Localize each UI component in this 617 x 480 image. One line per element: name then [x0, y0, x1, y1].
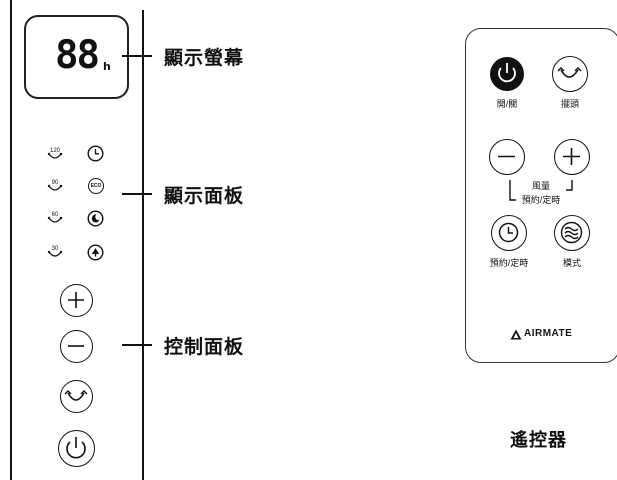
timer-60-label: 60: [51, 212, 59, 218]
callout-line-control-panel: [122, 344, 152, 346]
plus-button[interactable]: [60, 284, 93, 317]
power-icon: [498, 67, 516, 83]
remote-swing-label: 擺頭: [560, 99, 579, 109]
arc-icon: [47, 216, 63, 223]
remote-timer-label: 預約/定時: [489, 258, 529, 268]
plus-icon: [68, 292, 84, 308]
arc-icon: [47, 152, 63, 159]
callout-label-control-panel: 控制面板: [164, 336, 245, 358]
display-unit: h: [103, 60, 111, 73]
plus-icon: [563, 148, 580, 165]
remote-plus-button[interactable]: [554, 139, 590, 175]
callout-line-screen: [122, 55, 152, 57]
callout-line-display-panel: [122, 193, 152, 195]
timer-60-indicator: 60: [46, 212, 64, 226]
bracket-shape: [509, 180, 573, 201]
remote-fan-sub-label: 預約/定時: [521, 195, 561, 205]
timer-30-label: 30: [51, 246, 59, 252]
callout-label-screen: 顯示螢幕: [164, 47, 245, 69]
panel-right-edge: [142, 10, 144, 480]
wind-mode-icon: [560, 221, 583, 244]
remote-caption: 遙控器: [510, 430, 567, 451]
timer-30-indicator: 30: [46, 246, 64, 260]
clock-icon: [87, 145, 104, 162]
minus-button[interactable]: [60, 330, 93, 363]
swing-icon: [557, 67, 582, 78]
eco-label: ECO: [90, 183, 102, 189]
power-button[interactable]: [58, 430, 95, 467]
panel-left-edge: [10, 0, 12, 480]
sleep-moon-icon: [87, 210, 104, 227]
arc-icon: [47, 250, 63, 257]
tree-icon: [87, 244, 104, 261]
display-screen: [24, 15, 129, 99]
swing-icon: [64, 390, 88, 401]
remote-power-button[interactable]: [489, 56, 525, 92]
remote-minus-button[interactable]: [489, 139, 525, 175]
remote-control: [465, 28, 617, 363]
timer-90-label: 90: [51, 180, 59, 186]
airmate-logo-icon: [510, 329, 522, 340]
remote-swing-button[interactable]: [552, 56, 588, 92]
power-icon: [66, 437, 86, 459]
arc-icon: [47, 184, 63, 191]
remote-mode-button[interactable]: [554, 215, 590, 251]
remote-mode-label: 模式: [562, 258, 581, 268]
remote-brand: AIRMATE: [524, 328, 573, 339]
swing-button[interactable]: [60, 380, 93, 413]
clock-icon: [498, 222, 519, 243]
remote-timer-button[interactable]: [491, 215, 527, 251]
display-digits: 88: [55, 33, 100, 78]
minus-icon: [68, 345, 84, 347]
timer-90-indicator: 90: [46, 180, 64, 194]
remote-power-label: 開/關: [496, 99, 518, 109]
callout-label-display-panel: 顯示面板: [164, 185, 245, 207]
timer-120-indicator: 120: [46, 148, 64, 162]
remote-fan-label: 風量: [531, 181, 550, 191]
timer-120-label: 120: [49, 148, 60, 154]
eco-icon: ECO: [88, 178, 104, 194]
minus-icon: [498, 155, 515, 158]
